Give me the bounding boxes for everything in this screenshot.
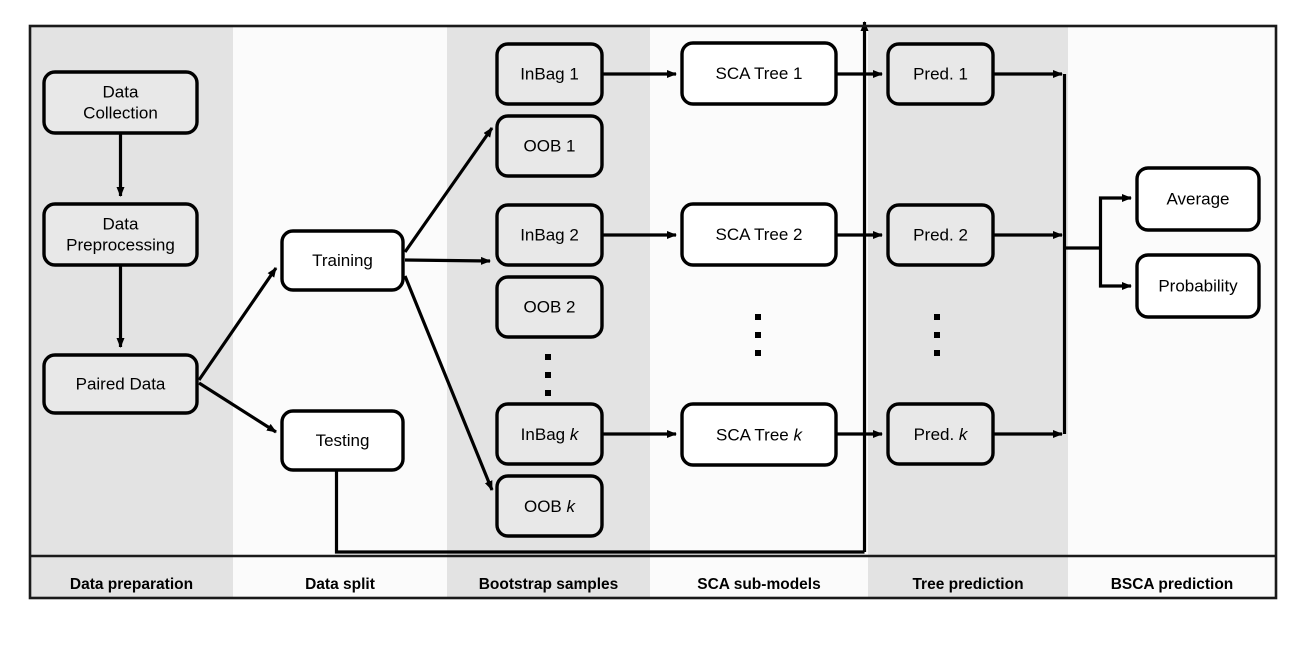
node-label-sca-tree-1: SCA Tree 1 (716, 64, 803, 83)
node-pred-2[interactable]: Pred. 2 (886, 203, 995, 267)
node-box-testing (280, 409, 405, 472)
node-average[interactable]: Average (1135, 166, 1261, 232)
node-box-data-collection (42, 70, 199, 135)
edge-split-to-probability (1098, 248, 1132, 290)
node-label-sca-tree-k: SCA Tree k (716, 425, 803, 444)
ellipsis-dot (755, 350, 761, 356)
edge-paired-to-testing (198, 381, 277, 434)
node-box-sca-tree-2 (680, 202, 838, 267)
band-backgrounds (30, 27, 1276, 597)
connector-edges (116, 21, 1132, 554)
edge-split-to-average (1098, 194, 1132, 248)
node-label-probability: Probability (1158, 277, 1238, 296)
ellipsis-dot (934, 332, 940, 338)
node-label-oob-2: OOB 2 (524, 298, 576, 317)
node-label-inbag-1: InBag 1 (520, 65, 579, 84)
band-sca-sub-models (650, 27, 868, 597)
band-label-bootstrap-samples: Bootstrap samples (479, 576, 619, 593)
node-label-sca-tree-2: SCA Tree 2 (716, 225, 803, 244)
node-label-data-collection: Data (103, 83, 139, 102)
node-inbag-2[interactable]: InBag 2 (495, 203, 604, 267)
node-box-probability (1135, 253, 1261, 319)
node-label-inbag-2: InBag 2 (520, 226, 579, 245)
node-box-data-preprocessing (42, 202, 199, 267)
node-pred-1[interactable]: Pred. 1 (886, 42, 995, 106)
node-label-pred-2: Pred. 2 (913, 226, 968, 245)
node-pred-k[interactable]: Pred. k (886, 402, 995, 466)
node-label-oob-1: OOB 1 (524, 137, 576, 156)
ellipsis-marks (545, 314, 940, 396)
node-sca-tree-1[interactable]: SCA Tree 1 (680, 41, 838, 106)
node-label-paired-data: Paired Data (76, 375, 166, 394)
node-label-data-collection: Collection (83, 104, 158, 123)
node-sca-tree-k[interactable]: SCA Tree k (680, 402, 838, 467)
ellipsis-dot (755, 332, 761, 338)
node-paired-data[interactable]: Paired Data (42, 353, 199, 415)
node-label-oob-k: OOB k (524, 497, 577, 516)
node-inbag-k[interactable]: InBag k (495, 402, 604, 466)
node-sca-tree-2[interactable]: SCA Tree 2 (680, 202, 838, 267)
node-oob-2[interactable]: OOB 2 (495, 275, 604, 339)
ellipsis-dot (545, 372, 551, 378)
ellipsis-dot (755, 314, 761, 320)
node-label-data-preprocessing: Preprocessing (66, 236, 175, 255)
band-tree-prediction (868, 27, 1068, 597)
ellipsis-bootstrap (545, 354, 551, 396)
ellipsis-dot (545, 354, 551, 360)
edge-training-to-inbag2 (404, 256, 491, 265)
node-oob-k[interactable]: OOB k (495, 474, 604, 538)
edge-training-to-inbagk (403, 275, 494, 491)
ellipsis-dot (545, 390, 551, 396)
node-box-training (280, 229, 405, 292)
band-label-data-preparation: Data preparation (70, 576, 193, 593)
node-box-paired-data (42, 353, 199, 415)
node-box-average (1135, 166, 1261, 232)
ellipsis-dot (934, 314, 940, 320)
node-inbag-1[interactable]: InBag 1 (495, 42, 604, 106)
node-box-inbag-2 (495, 203, 604, 267)
node-probability[interactable]: Probability (1135, 253, 1261, 319)
ellipsis-dot (934, 350, 940, 356)
edge-testing-to-feedback (334, 470, 865, 554)
band-labels: Data preparation Data split Bootstrap samp… (70, 576, 1233, 593)
node-box-pred-k (886, 402, 995, 466)
node-label-pred-k: Pred. k (914, 425, 969, 444)
outer-frame (28, 24, 1278, 600)
node-label-data-preprocessing: Data (103, 215, 139, 234)
node-oob-1[interactable]: OOB 1 (495, 114, 604, 178)
band-label-data-split: Data split (305, 576, 375, 593)
band-data-split (233, 27, 447, 597)
edge-paired-to-training (197, 267, 278, 381)
edge-training-to-inbag1 (403, 127, 494, 253)
node-box-sca-tree-k (680, 402, 838, 467)
node-box-pred-2 (886, 203, 995, 267)
node-box-oob-k (495, 474, 604, 538)
node-box-oob-1 (495, 114, 604, 178)
band-label-bsca-prediction: BSCA prediction (1111, 576, 1234, 593)
band-label-sca-sub-models: SCA sub-models (697, 576, 820, 593)
node-testing[interactable]: Testing (280, 409, 405, 472)
node-label-training: Training (312, 251, 373, 270)
node-box-sca-tree-1 (680, 41, 838, 106)
node-box-inbag-k (495, 402, 604, 466)
ellipsis-sca (755, 314, 761, 356)
band-label-tree-prediction: Tree prediction (912, 576, 1023, 593)
node-box-oob-2 (495, 275, 604, 339)
node-box-pred-1 (886, 42, 995, 106)
node-label-inbag-k: InBag k (521, 425, 580, 444)
node-training[interactable]: Training (280, 229, 405, 292)
diagram-frame (28, 24, 1278, 600)
ellipsis-pred (934, 314, 940, 356)
node-label-average: Average (1166, 190, 1229, 209)
node-label-testing: Testing (316, 431, 370, 450)
node-box-inbag-1 (495, 42, 604, 106)
node-label-pred-1: Pred. 1 (913, 65, 968, 84)
